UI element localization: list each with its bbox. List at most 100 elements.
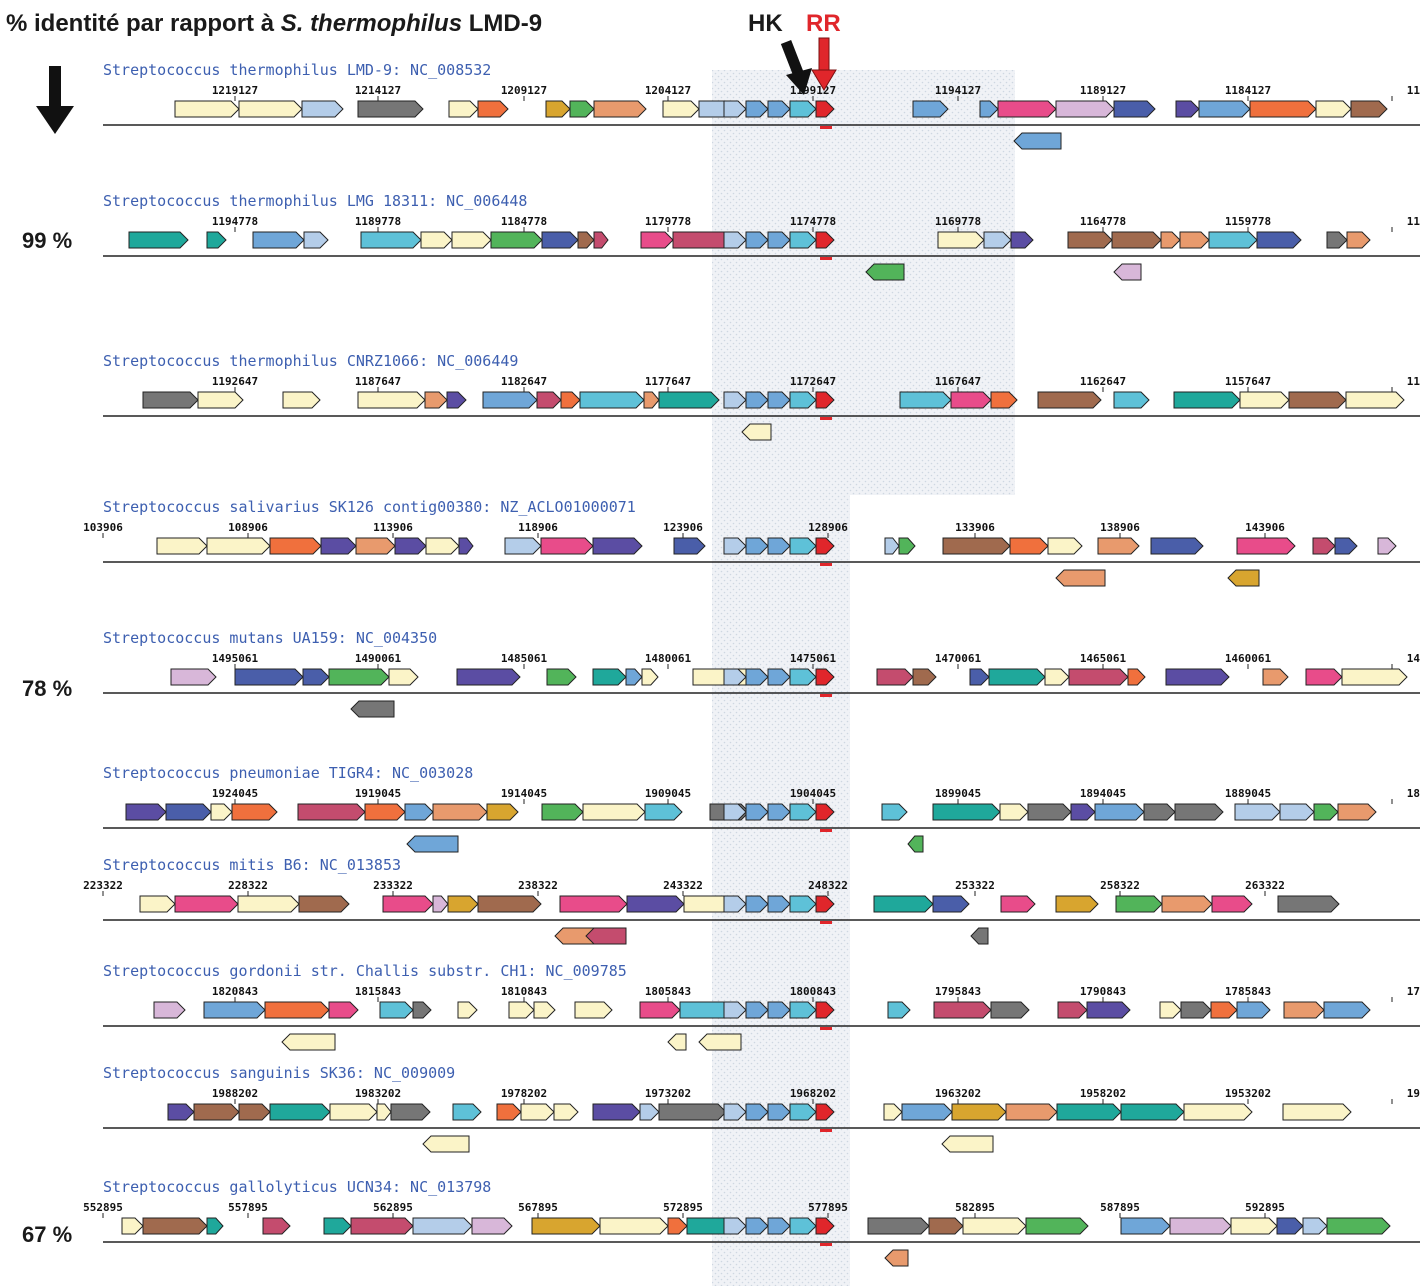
header-strain: LMD-9 [462, 10, 543, 37]
coordinate-tick-label: 552895 [83, 1201, 123, 1214]
gene-arrow [174, 895, 239, 913]
gene-arrow [767, 803, 791, 821]
coordinate-tick-label: 1209127 [501, 84, 547, 97]
gene-arrow [933, 1001, 992, 1019]
gene-arrow [545, 100, 571, 118]
gene-arrow [741, 423, 772, 441]
gene-arrow [142, 1217, 208, 1235]
gene-arrow [1283, 1001, 1325, 1019]
gene-arrow [1161, 895, 1213, 913]
coordinate-tick-label: 248322 [808, 879, 848, 892]
gene-arrow [942, 537, 1011, 555]
coordinate-tick-label: 118906 [518, 521, 558, 534]
rr-marker [820, 1243, 832, 1246]
gene-arrow [932, 895, 970, 913]
gene-arrow [723, 537, 747, 555]
gene-arrow [167, 1103, 195, 1121]
gene-arrow [1097, 537, 1140, 555]
gene-arrow [789, 537, 817, 555]
coordinate-tick-label: 572895 [663, 1201, 703, 1214]
gene-arrow [364, 803, 406, 821]
gene-arrow [303, 231, 329, 249]
header-prefix: % identité par rapport à [6, 10, 281, 37]
organism-label: Streptococcus gordonii str. Challis subs… [103, 962, 627, 980]
gene-arrow [767, 1103, 791, 1121]
gene-arrow [357, 391, 426, 409]
gene-arrow [789, 100, 817, 118]
gene-arrow [203, 1001, 266, 1019]
gene-arrow [559, 895, 628, 913]
gene-arrow [231, 803, 278, 821]
identity-label-78: 78 % [22, 676, 73, 701]
gene-arrow [1326, 231, 1348, 249]
coordinate-tick-label: 1167647 [935, 375, 981, 388]
gene-arrow [536, 391, 562, 409]
gene-arrow [170, 668, 217, 686]
gene-arrow [912, 668, 937, 686]
gene-arrow [639, 1103, 660, 1121]
gene-arrow [641, 668, 659, 686]
gene-arrow [1165, 668, 1230, 686]
rr-label: RR [806, 10, 841, 37]
gene-arrow [360, 231, 422, 249]
gene-arrow [281, 1033, 336, 1051]
gene-arrow [425, 537, 460, 555]
gene-arrow [815, 537, 835, 555]
coordinate-tick-label: 1983202 [355, 1087, 401, 1100]
coordinate-tick-label: 14 [1407, 652, 1421, 665]
gene-arrow [592, 668, 627, 686]
gene-arrow [815, 1103, 835, 1121]
gene-arrow [592, 537, 643, 555]
gene-arrow [723, 668, 747, 686]
genome-track: Streptococcus thermophilus LMG 18311: NC… [103, 192, 1420, 281]
gene-arrow [238, 100, 303, 118]
gene-arrow [723, 231, 747, 249]
gene-arrow [1211, 895, 1253, 913]
gene-arrow [206, 231, 227, 249]
gene-arrow [745, 100, 769, 118]
gene-arrow [865, 263, 905, 281]
gene-arrow [585, 927, 627, 945]
coordinate-tick-label: 1169778 [935, 215, 981, 228]
gene-arrow [789, 391, 817, 409]
coordinate-tick-label: 1795843 [935, 985, 981, 998]
gene-arrow [1249, 100, 1317, 118]
gene-arrow [1055, 895, 1099, 913]
gene-arrow [962, 1217, 1027, 1235]
rr-marker [820, 563, 832, 566]
gene-arrow [1175, 100, 1200, 118]
gene-arrow [1236, 1001, 1271, 1019]
gene-arrow [1086, 1001, 1131, 1019]
coordinate-tick-label: 238322 [518, 879, 558, 892]
gene-arrow [520, 1103, 555, 1121]
gene-arrow [745, 1001, 769, 1019]
gene-arrow [320, 537, 357, 555]
gene-arrow [1345, 391, 1405, 409]
coordinate-tick-label: 258322 [1100, 879, 1140, 892]
coordinate-tick-label: 1162647 [1080, 375, 1126, 388]
gene-arrow [350, 700, 395, 718]
coordinate-tick-label: 1973202 [645, 1087, 691, 1100]
gene-arrow [1262, 668, 1289, 686]
gene-arrow [1302, 1217, 1328, 1235]
gene-arrow [815, 391, 835, 409]
coordinate-tick-label: 1157647 [1225, 375, 1271, 388]
gene-arrow [1115, 895, 1163, 913]
rr-marker [820, 1027, 832, 1030]
gene-arrow [640, 231, 674, 249]
coordinate-tick-label: 143906 [1245, 521, 1285, 534]
gene-arrow [1173, 391, 1241, 409]
gene-arrow [508, 1001, 535, 1019]
gene-arrow [1127, 668, 1146, 686]
gene-arrow [1315, 100, 1352, 118]
gene-arrow [447, 895, 479, 913]
organism-label: Streptococcus gallolyticus UCN34: NC_013… [103, 1178, 491, 1196]
gene-arrow [458, 537, 474, 555]
identity-label-99: 99 % [22, 228, 73, 253]
gene-arrow [404, 803, 434, 821]
organism-label: Streptococcus mutans UA159: NC_004350 [103, 629, 437, 647]
gene-arrow [639, 1001, 681, 1019]
coordinate-tick-label: 18 [1407, 787, 1420, 800]
gene-arrow [1337, 803, 1377, 821]
gene-arrow [658, 391, 720, 409]
